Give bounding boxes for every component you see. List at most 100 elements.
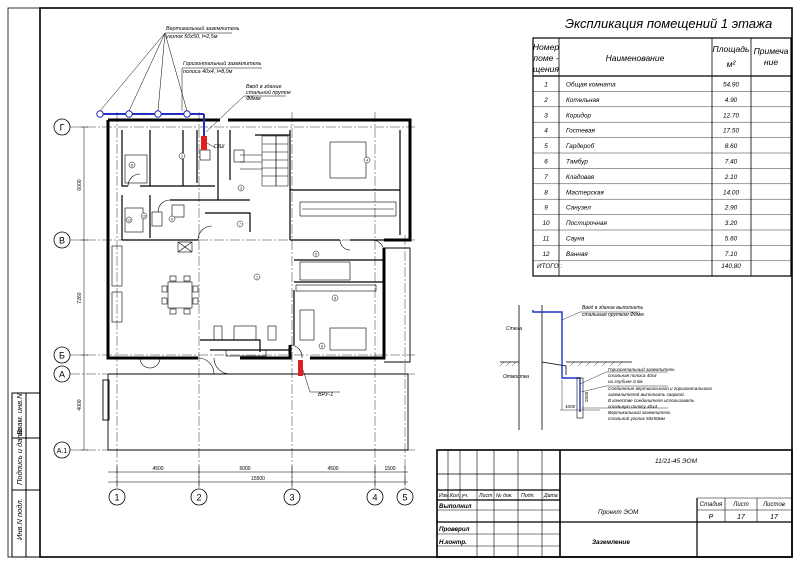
sheet-label: Лист xyxy=(732,502,748,508)
row-name: Тамбур xyxy=(566,158,588,166)
row-name: Ванная xyxy=(566,251,588,258)
row-name: Постирочная xyxy=(566,220,607,227)
row-name: Кладовая xyxy=(566,173,595,181)
row-number: 8 xyxy=(544,189,548,196)
room-marker-6: 6 xyxy=(321,344,323,348)
side-stamp-inv: Инв.N подл. xyxy=(15,498,24,540)
col-axis-bubbles xyxy=(108,488,414,506)
room-marker-labels: 1 2 3 4 5 6 7 8 9 10 11 12 xyxy=(127,154,368,348)
header-number-1: Номер xyxy=(533,42,559,52)
axis-col-4: 4 xyxy=(372,493,377,503)
title-roles: Выполнил Проверил Н.контр. xyxy=(439,503,472,546)
label-vru: ВРУ-1 xyxy=(318,392,333,398)
inner-walls xyxy=(121,130,401,352)
table-header: Номер поме - щения Наименование Площадь … xyxy=(533,42,789,74)
row-number: 6 xyxy=(544,159,548,166)
role-author: Выполнил xyxy=(439,503,472,510)
sheets-label: Листов xyxy=(762,502,785,508)
dim-4-5: 1500 xyxy=(384,466,395,472)
room-marker-5: 5 xyxy=(315,252,317,256)
note-horizontal-1: Горизонтальный заземлитель xyxy=(183,60,261,67)
total-label: ИТОГО : xyxy=(537,263,562,270)
col-axis-labels: 1 2 3 4 5 xyxy=(114,493,407,503)
axis-row-g: Г xyxy=(60,123,65,133)
cell-izm: Изм. xyxy=(439,493,450,499)
outer-walls xyxy=(106,118,412,360)
row-area: 2.90 xyxy=(724,205,738,212)
axis-col-3: 3 xyxy=(289,493,294,503)
room-markers xyxy=(125,152,371,350)
header-name: Наименование xyxy=(606,53,665,63)
row-axis-labels: Г В Б А А.1 xyxy=(57,123,68,456)
dim-left-1: 6000 xyxy=(77,179,83,190)
section-horiz-1: Горизонтальный заземлитель xyxy=(608,366,675,372)
row-number: 10 xyxy=(542,220,550,227)
section-wall-label: Стена xyxy=(506,326,522,332)
leaders xyxy=(99,32,340,393)
row-number: 12 xyxy=(542,251,550,258)
dim-left-2: 7260 xyxy=(77,292,83,303)
dim-3-4: 4500 xyxy=(327,466,338,472)
section-conn-1: Соединение вертикального и горизонтально… xyxy=(608,386,713,391)
sheet-title: Заземление xyxy=(592,539,630,546)
axis-row-b: Б xyxy=(59,351,65,361)
section-input-1: Ввод в здание выполнить xyxy=(582,305,644,311)
row-number: 4 xyxy=(544,128,548,135)
row-area: 7.10 xyxy=(725,251,738,258)
row-name: Санузел xyxy=(566,205,591,212)
header-area-2: м² xyxy=(727,59,737,69)
section-input-2: стальным прутком Ф8мм xyxy=(582,312,644,318)
section-blind-area: Отмостка xyxy=(503,374,529,380)
row-name: Сауна xyxy=(566,236,585,243)
stage-label: Стадия xyxy=(700,502,723,508)
title-block: 11/21-45 ЭОМ Изм. Кол. уч. Лист № док. П… xyxy=(436,449,793,558)
row-area: 5.60 xyxy=(725,236,738,243)
cell-doc: № док. xyxy=(496,493,513,499)
stage-block: Стадия Лист Листов Р 17 17 xyxy=(700,502,785,521)
row-number: 2 xyxy=(543,97,548,104)
role-normcontrol: Н.контр. xyxy=(439,539,467,546)
note-horizontal-2: полоса 40х4, l=8,0м xyxy=(183,69,233,75)
section-dim-2500: 2500 xyxy=(584,391,589,402)
explication-title: Экспликация помещений 1 этажа xyxy=(565,16,772,31)
electrode-2 xyxy=(125,110,133,118)
row-area: 4.90 xyxy=(725,97,738,104)
side-stamp-sign: Подпись и дата xyxy=(15,428,24,485)
header-note-1: Примеча xyxy=(754,46,789,56)
section-leaders xyxy=(560,311,668,411)
section-conn-4: стальную полосу 40х4 xyxy=(608,404,657,409)
row-area: 17.50 xyxy=(723,128,739,135)
section-conn-3: В качестве соединителя использовать xyxy=(608,398,695,403)
room-marker-3: 3 xyxy=(240,186,242,190)
row-number: 3 xyxy=(544,112,548,119)
dimension-lines xyxy=(80,126,408,486)
role-checker: Проверил xyxy=(439,526,470,533)
ground-bar-marker xyxy=(201,136,207,150)
title-block-grid xyxy=(436,449,793,558)
grounding-section: Ввод в здание выполнить стальным прутком… xyxy=(499,305,713,430)
floor-plan: Вертикальный заземлитель уголок 50х50, l… xyxy=(53,25,415,506)
cell-kol: Кол. уч. xyxy=(450,493,468,499)
axis-row-v: В xyxy=(59,236,65,246)
header-note-2: ние xyxy=(764,57,778,67)
row-number: 5 xyxy=(544,143,548,150)
sheets-value: 17 xyxy=(770,514,779,521)
cell-list: Лист xyxy=(478,493,493,499)
total-area: 140.80 xyxy=(721,263,741,270)
room-marker-8: 8 xyxy=(334,296,336,300)
electrode-1 xyxy=(96,110,104,118)
electrode-4 xyxy=(183,110,191,118)
row-number: 7 xyxy=(544,174,548,181)
header-number-2: поме - xyxy=(533,53,558,63)
room-marker-1: 1 xyxy=(256,275,258,279)
row-area: 12.70 xyxy=(723,112,739,119)
dimension-labels: 4500 5000 4500 1500 15500 6000 7260 4000 xyxy=(77,179,396,482)
veranda xyxy=(102,247,411,451)
stairs xyxy=(240,135,289,187)
header-area-1: Площадь xyxy=(713,44,750,54)
dim-left-3: 4000 xyxy=(77,399,83,410)
side-stamp-repl: Взам. инв.N xyxy=(15,393,24,435)
note-input-2: стальной пруток xyxy=(246,89,291,96)
row-area: 3.20 xyxy=(725,220,738,227)
